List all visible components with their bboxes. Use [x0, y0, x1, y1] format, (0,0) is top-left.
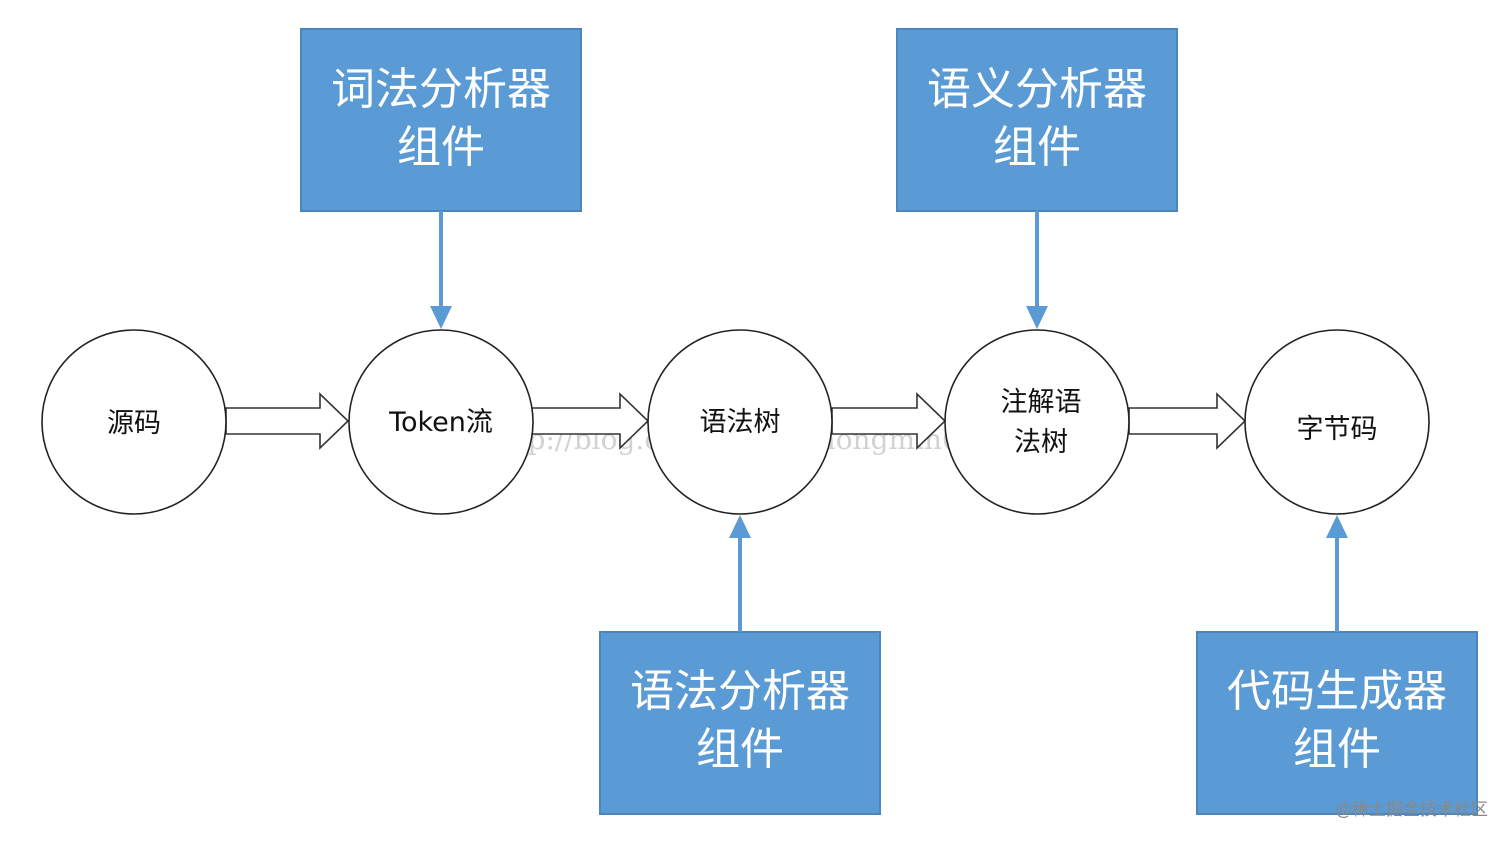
parser-component-title: 语法分析器	[630, 666, 850, 717]
tokens-to-syntax-tree-flow-arrow	[531, 392, 650, 450]
lexer-component-subtitle: 组件	[397, 122, 485, 173]
source-code-label: 源码	[107, 408, 161, 439]
codegen-component-box: 代码生成器 组件	[1196, 631, 1478, 815]
syntax-tree-to-annotated-tree-flow-arrow	[831, 392, 947, 450]
source-code-node: 源码	[41, 329, 227, 515]
semantic-analyzer-component-subtitle: 组件	[993, 122, 1081, 173]
token-stream-node: Token流	[348, 329, 534, 515]
source-credit: @稀土掘金技术社区	[1335, 800, 1488, 820]
codegen-component-title: 代码生成器	[1227, 666, 1447, 717]
annotated-syntax-tree-node: 注解语 法树	[944, 329, 1130, 515]
parser-component-box: 语法分析器 组件	[599, 631, 881, 815]
annotated-tree-to-bytecode-flow-arrow	[1128, 392, 1247, 450]
lexer-component-title: 词法分析器	[331, 64, 551, 115]
semantic-to-annotated-tree-arrow	[1026, 211, 1048, 329]
parser-component-subtitle: 组件	[696, 724, 784, 775]
syntax-tree-label: 语法树	[700, 407, 781, 438]
annotated-tree-label-line2: 法树	[1014, 427, 1068, 458]
parser-to-syntax-tree-arrow	[729, 515, 751, 632]
codegen-component-subtitle: 组件	[1293, 724, 1381, 775]
lexer-to-tokens-arrow	[430, 211, 452, 329]
bytecode-label: 字节码	[1297, 414, 1378, 445]
annotated-tree-label-line1: 注解语	[1001, 387, 1082, 418]
token-stream-label: Token流	[388, 407, 493, 438]
semantic-analyzer-component-box: 语义分析器 组件	[896, 28, 1178, 212]
semantic-analyzer-component-title: 语义分析器	[927, 64, 1147, 115]
bytecode-node: 字节码	[1244, 329, 1430, 515]
source-to-tokens-flow-arrow	[225, 392, 350, 450]
syntax-tree-node: 语法树	[647, 329, 833, 515]
lexer-component-box: 词法分析器 组件	[300, 28, 582, 212]
codegen-to-bytecode-arrow	[1326, 515, 1348, 632]
